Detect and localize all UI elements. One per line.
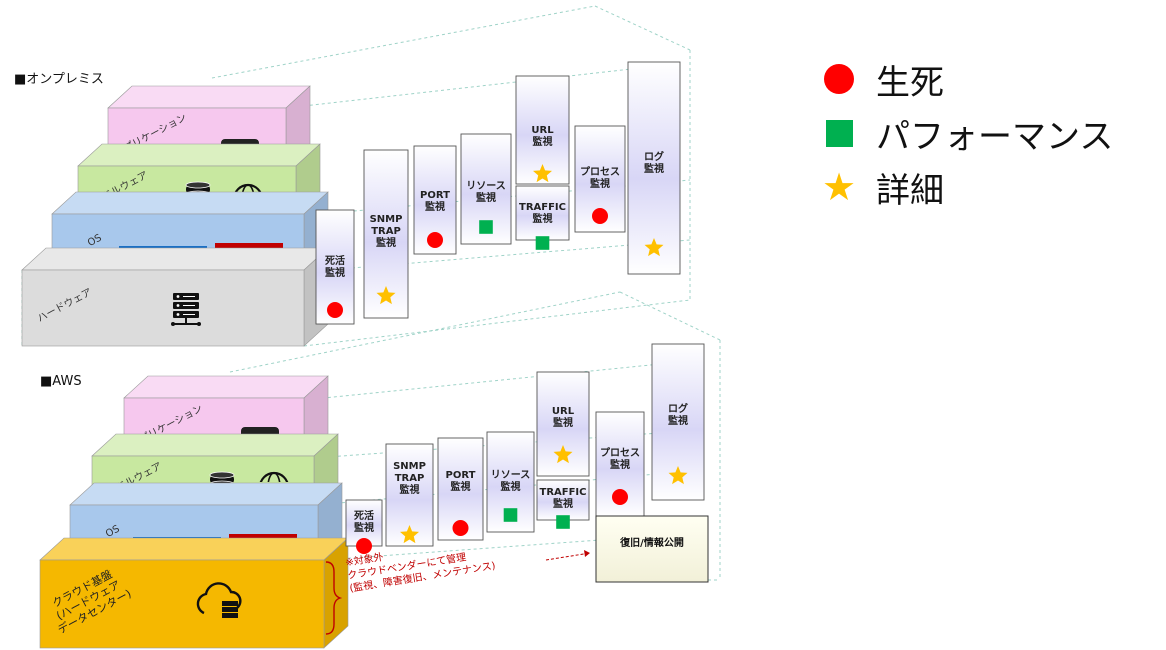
monitor-column: プロセス監視 <box>595 411 645 517</box>
aws-extras: 復旧/情報公開※対象外クラウドベンダーにて管理(監視、障害復旧、メンテナンス) <box>325 515 709 635</box>
star-icon <box>668 466 688 485</box>
monitor-column: リソース監視 <box>486 431 535 533</box>
layer-top-face <box>77 143 321 167</box>
red-circle-icon <box>824 64 854 94</box>
monitor-column-label: 死活監視 <box>325 254 345 279</box>
red-circle-icon <box>452 520 469 536</box>
layer-top-face <box>51 191 329 215</box>
star-icon <box>553 445 573 464</box>
star-icon <box>533 164 552 183</box>
layer-3: ハードウェア <box>21 247 329 347</box>
aws-title: ■AWS <box>40 374 82 389</box>
onprem-title: ■オンプレミス <box>14 72 104 87</box>
legend-item-performance: パフォーマンス <box>822 106 1113 160</box>
onprem-guides <box>21 5 691 347</box>
monitor-column: ログ監視 <box>651 343 705 501</box>
green-square-icon <box>479 220 493 234</box>
green-square-icon <box>503 508 518 522</box>
legend-label: パフォーマンス <box>876 116 1114 157</box>
monitor-column: リソース監視 <box>460 133 512 245</box>
monitor-column: ログ監視 <box>627 61 681 275</box>
star-icon <box>644 238 664 257</box>
layer-front-face <box>21 269 305 347</box>
layer-top-face <box>91 433 339 457</box>
dashed-arrow <box>545 552 591 561</box>
red-circle-icon <box>356 538 372 554</box>
onprem-stack: アプリケーションミドルウェアSQLwwwOSWindowsLinuxハードウェア <box>21 85 329 347</box>
legend-item-alive: 生死 <box>822 52 1113 106</box>
monitor-column-label: リソース監視 <box>466 180 506 204</box>
legend-label: 生死 <box>876 62 944 103</box>
star-icon <box>376 286 396 305</box>
layer-label: クラウド基盤(ハードウェアデータセンター) <box>43 564 133 637</box>
bracket-brace <box>325 561 343 635</box>
legend-label: 詳細 <box>876 170 944 211</box>
monitor-column-label: ログ監視 <box>644 150 664 175</box>
layer-3: クラウド基盤(ハードウェアデータセンター) <box>39 537 349 649</box>
monitor-column-label: プロセス監視 <box>580 165 620 190</box>
red-circle-icon <box>327 302 343 318</box>
cloud-server-icon <box>196 582 242 618</box>
monitor-column-box <box>515 185 570 241</box>
red-circle-icon <box>427 232 443 248</box>
monitor-column-box <box>515 75 570 185</box>
layer-top-face <box>107 85 311 109</box>
layer-top-face <box>123 375 329 399</box>
red-circle-icon <box>612 489 628 505</box>
layer-top-face <box>21 247 329 271</box>
red-circle-icon <box>592 208 608 224</box>
recovery-label: 復旧/情報公開 <box>619 536 684 549</box>
server-rack-icon <box>171 293 201 326</box>
monitor-column: 死活監視 <box>315 209 355 325</box>
green-square-icon <box>826 119 853 147</box>
monitor-column-label: リソース監視 <box>491 469 531 493</box>
star-icon <box>400 525 419 544</box>
layer-front-face <box>39 559 325 649</box>
green-square-icon <box>556 515 570 529</box>
monitor-column: プロセス監視 <box>574 125 626 233</box>
arrow-head-icon <box>584 550 590 557</box>
monitor-column-label: ログ監視 <box>668 402 688 427</box>
star-icon: ★ <box>822 165 857 209</box>
aws-stack: アプリケーションミドルウェアSQLwwwOSWindowsLinuxクラウド基盤… <box>39 375 349 649</box>
monitor-column: 死活監視 <box>345 499 383 554</box>
recovery-box: 復旧/情報公開 <box>595 515 709 583</box>
green-square-icon <box>535 236 550 250</box>
monitor-column-label: プロセス監視 <box>600 446 640 471</box>
legend-item-detail: ★ 詳細 <box>822 160 1113 214</box>
monitor-column-label: 死活監視 <box>354 509 374 534</box>
layer-top-face <box>69 482 343 506</box>
layer-top-face <box>39 537 349 561</box>
legend: 生死 パフォーマンス ★ 詳細 <box>822 52 1113 214</box>
